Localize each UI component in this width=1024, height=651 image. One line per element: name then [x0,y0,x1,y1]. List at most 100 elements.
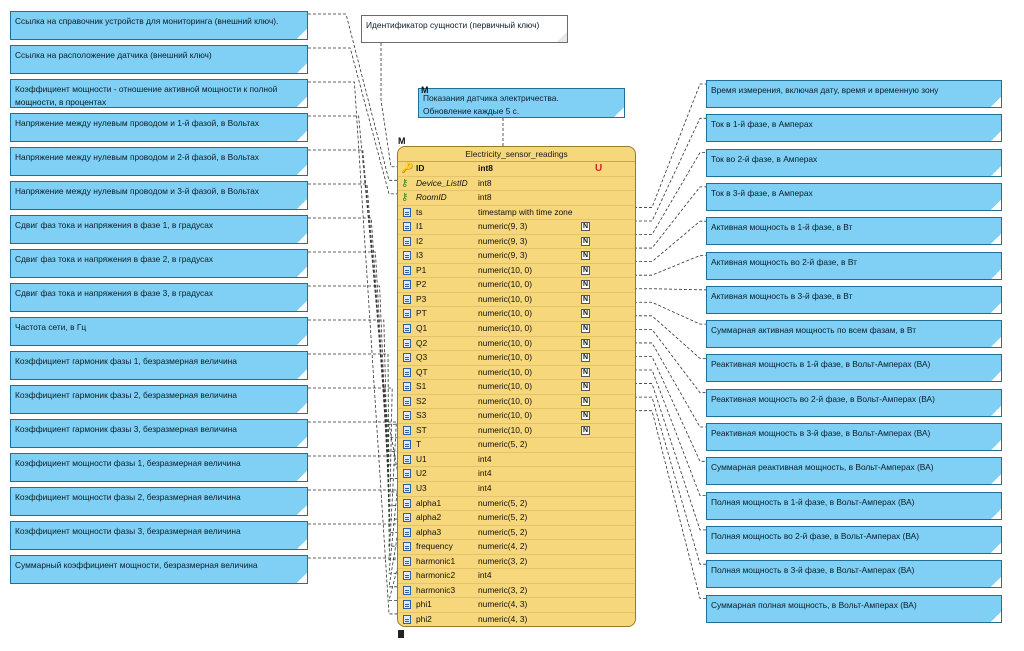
right-note[interactable]: Активная мощность во 2-й фазе, в Вт [706,251,1002,280]
right-note[interactable]: Суммарная полная мощность, в Вольт-Ампер… [706,594,1002,623]
right-note[interactable]: Ток во 2-й фазе, в Амперах [706,148,1002,177]
nullable-badge: N [581,425,590,435]
right-note[interactable]: Полная мощность в 3-й фазе, в Вольт-Ампе… [706,560,1002,589]
column-name: Device_ListID [416,177,468,188]
left-note[interactable]: Напряжение между нулевым проводом и 2-й … [10,147,308,176]
note-fold-icon [296,130,307,141]
nullable-badge: N [581,236,590,246]
note-text: Ссылка на справочник устройств для монит… [15,16,279,26]
column-name: harmonic2 [416,570,456,581]
primary-key-note[interactable]: Идентификатор сущности (первичный ключ) [361,15,568,43]
left-note[interactable]: Коэффициент гармоник фазы 1, безразмерна… [10,351,308,380]
left-note[interactable]: Коэффициент мощности - отношение активно… [10,79,308,108]
right-note[interactable]: Ток в 3-й фазе, в Амперах [706,182,1002,211]
note-text: Коэффициент гармоник фазы 3, безразмерна… [15,424,237,434]
left-note[interactable]: Ссылка на справочник устройств для монит… [10,11,308,40]
left-note[interactable]: Коэффициент гармоник фазы 3, безразмерна… [10,419,308,448]
left-note[interactable]: Коэффициент мощности фазы 2, безразмерна… [10,487,308,516]
right-note[interactable]: Полная мощность во 2-й фазе, в Вольт-Амп… [706,525,1002,554]
right-note[interactable]: Время измерения, включая дату, время и в… [706,80,1002,108]
note-fold-icon [296,266,307,277]
column-type: numeric(10, 0) [478,279,532,290]
note-text: Коэффициент гармоник фазы 1, безразмерна… [15,356,237,366]
left-note[interactable]: Сдвиг фаз тока и напряжения в фазе 3, в … [10,283,308,312]
right-note[interactable]: Активная мощность в 1-й фазе, в Вт [706,217,1002,246]
note-fold-icon [296,198,307,209]
right-note[interactable]: Реактивная мощность во 2-й фазе, в Вольт… [706,388,1002,417]
column-icon [403,236,411,246]
note-text: Суммарная активная мощность по всем фаза… [711,325,917,336]
note-text: Полная мощность во 2-й фазе, в Вольт-Амп… [711,530,920,541]
left-note[interactable]: Напряжение между нулевым проводом и 3-й … [10,181,308,210]
left-note[interactable]: Ссылка на расположение датчика (внешний … [10,45,308,74]
entity-description-note[interactable]: Показания датчика электричества. Обновле… [418,88,625,118]
right-note[interactable]: Суммарная реактивная мощность, в Вольт-А… [706,457,1002,486]
note-connector [308,489,406,588]
right-note[interactable]: Суммарная активная мощность по всем фаза… [706,320,1002,349]
note-fold-icon [990,507,1001,519]
note-connector [308,387,401,547]
left-note[interactable]: Напряжение между нулевым проводом и 1-й … [10,113,308,142]
right-note[interactable]: Активная мощность в 3-й фазе, в Вт [706,285,1002,314]
note-connector [308,319,401,520]
left-note[interactable]: Сдвиг фаз тока и напряжения в фазе 2, в … [10,249,308,278]
left-note[interactable]: Коэффициент мощности фазы 3, безразмерна… [10,521,308,550]
column-type: int4 [478,483,492,494]
right-note[interactable]: Реактивная мощность в 3-й фазе, в Вольт-… [706,423,1002,451]
left-note[interactable]: Суммарный коэффициент мощности, безразме… [10,555,308,584]
left-note[interactable]: Частота сети, в Гц [10,317,308,346]
left-note[interactable]: Коэффициент мощности фазы 1, безразмерна… [10,453,308,482]
note-connector [308,285,401,506]
note-fold-icon [296,232,307,243]
note-fold-icon [296,538,307,549]
primary-key-icon: 🔑 [401,163,414,174]
note-text: Суммарный коэффициент мощности, безразме… [15,560,258,570]
left-note[interactable]: Коэффициент гармоник фазы 2, безразмерна… [10,385,308,414]
column-name: U2 [416,468,427,479]
note-fold-icon [613,106,624,117]
right-note[interactable]: Ток в 1-й фазе, в Амперах [706,114,1002,143]
column-type: numeric(3, 2) [478,555,528,566]
column-type: numeric(5, 2) [478,512,528,523]
note-connector [634,369,706,497]
column-icon [403,600,411,610]
left-note[interactable]: Сдвиг фаз тока и напряжения в фазе 1, в … [10,215,308,244]
column-name: T [416,439,422,450]
column-icon [403,585,411,595]
right-note[interactable]: Реактивная мощность в 1-й фазе, в Вольт-… [706,354,1002,383]
right-note[interactable]: Полная мощность в 1-й фазе, в Вольт-Ампе… [706,491,1002,520]
